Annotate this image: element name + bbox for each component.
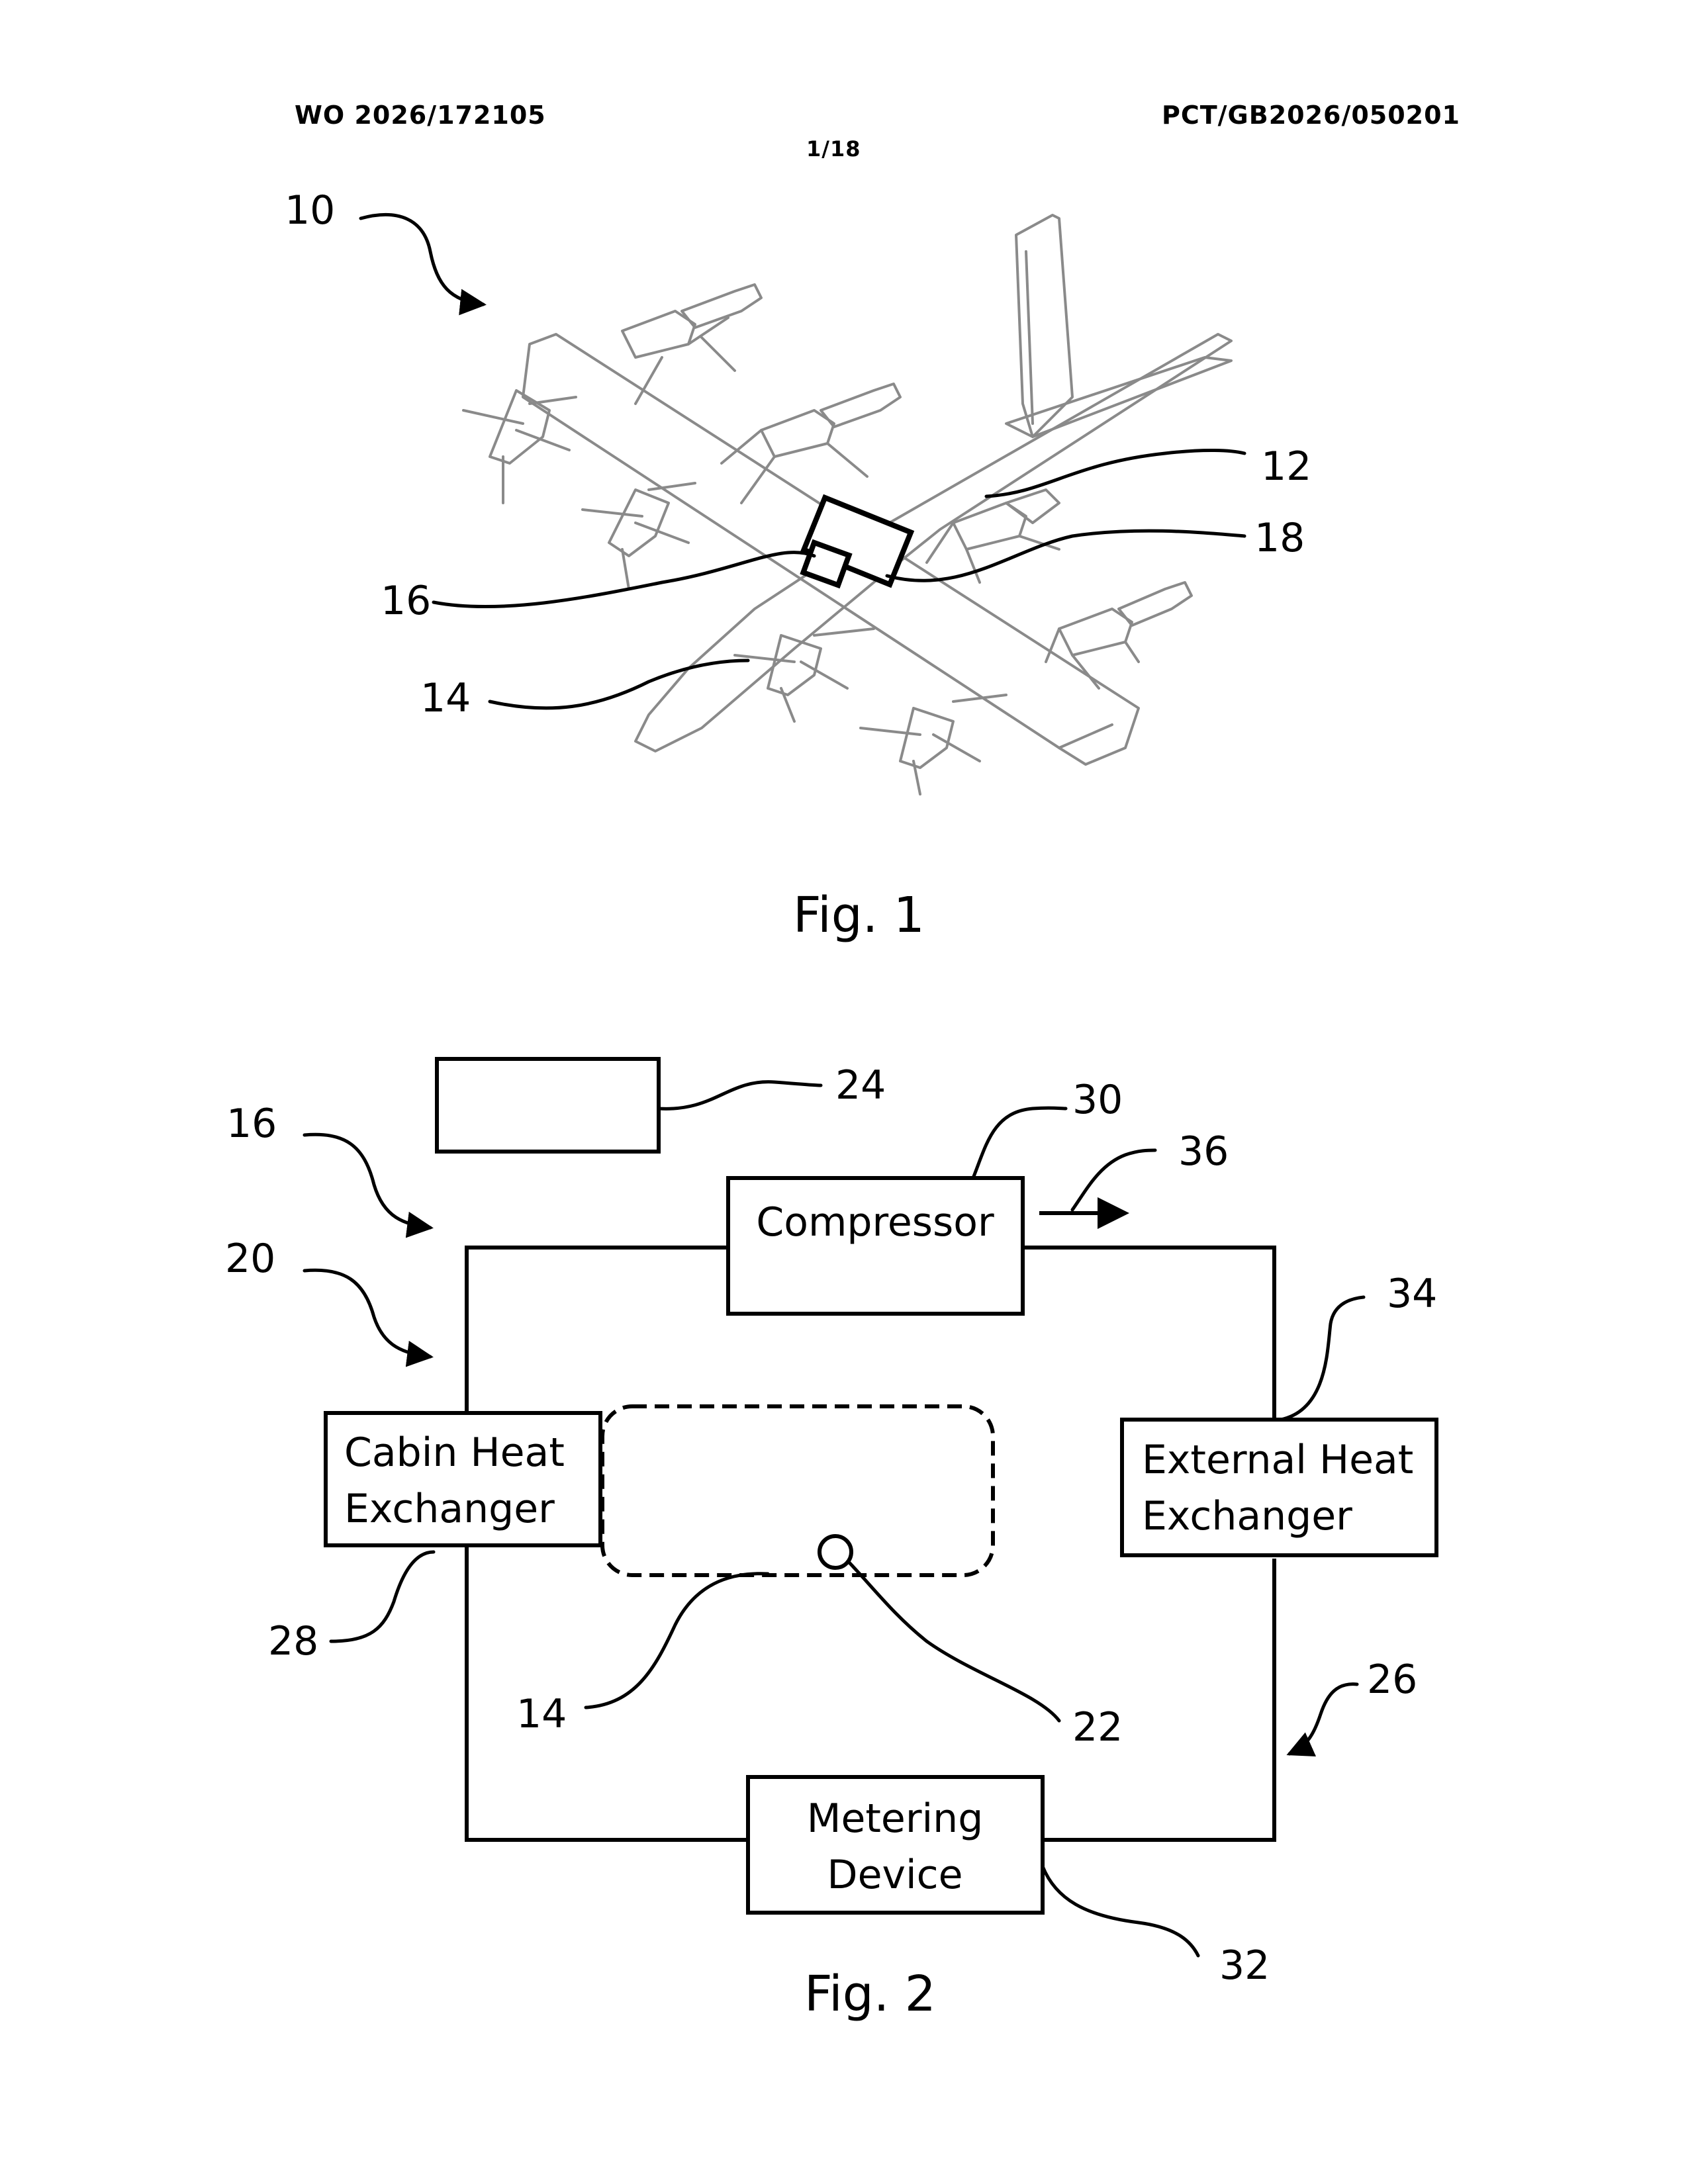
ref-26: 26: [1367, 1657, 1417, 1703]
figure-2-caption: Fig. 2: [804, 1966, 936, 2023]
leader-26: [1289, 1684, 1357, 1754]
leader-20: [305, 1270, 430, 1357]
leader-10: [361, 214, 483, 304]
compressor-block: Compressor: [728, 1178, 1023, 1314]
ref-36: 36: [1178, 1128, 1229, 1175]
sensor-circle: [820, 1536, 851, 1568]
ref-10: 10: [285, 187, 335, 234]
external-heat-exchanger-block: External Heat Exchanger: [1122, 1420, 1436, 1555]
ref-28: 28: [268, 1618, 318, 1664]
leader-36: [1072, 1150, 1155, 1210]
leader-16-fig2: [305, 1134, 430, 1228]
compressor-label: Compressor: [756, 1199, 994, 1246]
ref-12: 12: [1261, 443, 1311, 490]
leader-14: [490, 660, 748, 708]
external-hx-label-line2: Exchanger: [1142, 1493, 1352, 1539]
leader-30: [973, 1108, 1066, 1178]
cabin-hx-label-line1: Cabin Heat: [344, 1430, 565, 1476]
leader-32: [1043, 1866, 1198, 1956]
cabin-region: [602, 1406, 993, 1575]
metering-device-block: Metering Device: [748, 1777, 1043, 1913]
ref-16-fig2: 16: [226, 1101, 277, 1147]
leader-34: [1281, 1297, 1364, 1420]
cabin-components: [803, 498, 911, 585]
leader-28: [331, 1552, 434, 1641]
leader-22: [849, 1562, 1059, 1721]
ref-30: 30: [1072, 1077, 1123, 1123]
metering-label-line2: Device: [827, 1852, 962, 1898]
ref-32: 32: [1219, 1942, 1270, 1989]
ref-16: 16: [381, 578, 431, 624]
leader-24: [659, 1082, 821, 1109]
ref-34: 34: [1387, 1271, 1437, 1317]
ref-20: 20: [225, 1236, 275, 1282]
ref-22: 22: [1072, 1704, 1123, 1751]
ref-18: 18: [1254, 515, 1305, 561]
cabin-heat-exchanger-block: Cabin Heat Exchanger: [326, 1413, 600, 1545]
ref-24: 24: [835, 1062, 886, 1109]
cabin-hx-label-line2: Exchanger: [344, 1486, 555, 1532]
ref-14: 14: [420, 675, 471, 721]
figure-1-caption: Fig. 1: [793, 887, 925, 944]
external-hx-label-line1: External Heat: [1142, 1437, 1413, 1483]
ref-14-fig2: 14: [516, 1691, 567, 1737]
leader-14-fig2: [586, 1574, 768, 1707]
leader-18: [887, 531, 1244, 580]
controller-box: [437, 1059, 659, 1152]
metering-label-line1: Metering: [807, 1796, 984, 1842]
